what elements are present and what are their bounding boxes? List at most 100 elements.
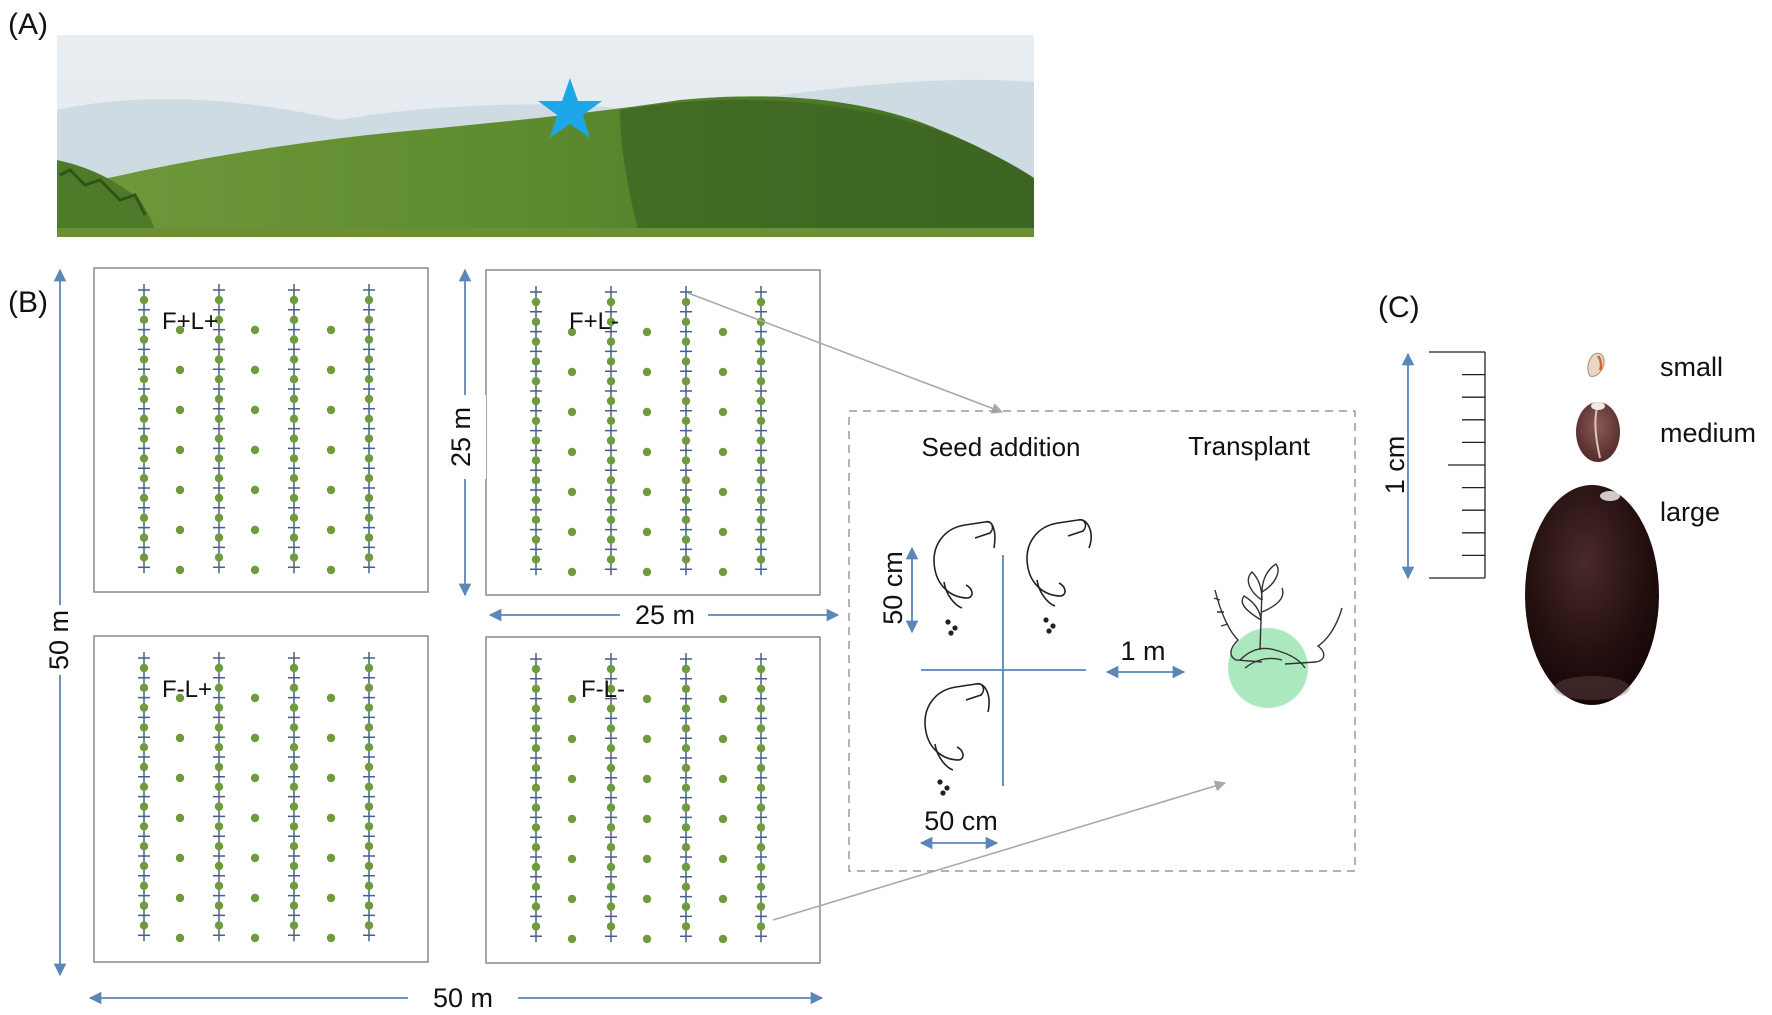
transplant-point-marker [681, 902, 691, 911]
transplant-point-marker [531, 882, 541, 891]
seed-point-marker [213, 850, 225, 862]
seed-point-marker [213, 830, 225, 843]
seed-point-marker [138, 671, 150, 684]
transplant-point-marker [364, 414, 374, 423]
transplant-point-marker [606, 684, 616, 693]
seed-point-marker [363, 790, 375, 803]
seed-point-marker [680, 365, 692, 378]
transplant-point-marker [250, 693, 260, 703]
transplant-point-marker [642, 487, 652, 497]
seed-point-marker [530, 811, 542, 824]
transplant-point-marker [531, 377, 541, 386]
seed-point-marker [680, 791, 692, 804]
seed-point-marker [213, 790, 225, 803]
transplant-point-marker [642, 327, 652, 337]
transplant-point-marker [250, 445, 260, 455]
seed-point-marker [680, 444, 692, 457]
seed-point-marker [605, 385, 617, 397]
transplant-point-marker [289, 782, 299, 791]
panel-c-label: (C) [1378, 291, 1420, 324]
transplant-point-marker [289, 394, 299, 404]
plot-label-FL_plus_plus: F+L+ [162, 308, 218, 335]
seed-point-marker [755, 464, 767, 477]
transplant-point-marker [326, 445, 336, 455]
transplant-point-marker [250, 773, 260, 783]
transplant-point-marker [756, 744, 766, 753]
seed-point-marker [363, 929, 375, 942]
transplant-point-marker [326, 405, 336, 415]
seed-point-marker [138, 810, 150, 823]
seed-point-marker [363, 810, 375, 823]
transplant-point-marker [531, 337, 541, 346]
seed-point-marker [530, 543, 542, 556]
seed-point-marker [138, 711, 150, 724]
transplant-point-marker [326, 485, 336, 495]
transplant-point-marker [718, 894, 728, 904]
transplant-point-marker [364, 553, 374, 562]
transplant-point-marker [531, 535, 541, 544]
transplant-point-marker [364, 762, 374, 772]
seed-point-marker [680, 692, 692, 705]
transplant-point-marker [364, 723, 374, 732]
star-marker-icon [538, 78, 602, 138]
seed-point-marker [755, 890, 767, 903]
transplant-point-marker [250, 405, 260, 415]
seed-point-marker [530, 692, 542, 705]
transplant-point-marker [567, 407, 577, 417]
transplant-point-marker [681, 763, 691, 773]
transplant-point-marker [364, 533, 374, 542]
transplant-point-marker [567, 447, 577, 457]
seed-point-marker [680, 851, 692, 863]
seed-point-marker [755, 404, 767, 417]
transplant-point-marker [718, 774, 728, 784]
transplant-point-marker [606, 495, 616, 505]
transplant-point-marker [175, 933, 185, 943]
seed-point-marker [605, 890, 617, 903]
transplant-point-marker [214, 513, 224, 522]
transplant-point-marker [718, 567, 728, 577]
seed-point-marker [530, 910, 542, 923]
transplant-point-marker [326, 733, 336, 743]
seed-point-marker [605, 791, 617, 804]
seed-point-marker [138, 521, 150, 534]
transplant-point-marker [756, 763, 766, 773]
transplant-point-marker [139, 802, 149, 811]
seed-point-marker [138, 501, 150, 514]
transplant-point-marker [756, 535, 766, 544]
transplant-point-marker [214, 394, 224, 404]
seed-point-marker [680, 286, 692, 298]
transplant-point-marker [642, 854, 652, 864]
seed-point-marker [530, 286, 542, 298]
transplant-point-marker [175, 485, 185, 495]
seed-point-marker [755, 653, 767, 665]
transplant-point-marker [139, 295, 149, 305]
transplant-point-marker [681, 724, 691, 733]
seed-point-marker [680, 732, 692, 745]
medium-seed-image [1576, 402, 1620, 462]
seed-point-marker [680, 672, 692, 685]
transplant-point-marker [681, 416, 691, 425]
seed-point-marker [363, 383, 375, 395]
seed-point-marker [605, 831, 617, 844]
seed-point-marker [288, 343, 300, 356]
seed-point-marker [288, 363, 300, 376]
seed-point-marker [530, 404, 542, 417]
transplant-point-marker [606, 922, 616, 931]
transplant-point-marker [642, 934, 652, 944]
seed-point-marker [213, 770, 225, 783]
transplant-point-marker [139, 394, 149, 404]
transplant-point-marker [289, 553, 299, 562]
transplant-point-marker [250, 525, 260, 535]
transplant-point-marker [606, 377, 616, 386]
seed-point-marker [138, 284, 150, 296]
transplant-point-marker [139, 762, 149, 772]
seed-point-marker [288, 402, 300, 415]
transplant-point-marker [606, 456, 616, 465]
seed-point-marker [605, 752, 617, 764]
seed-point-marker [755, 752, 767, 764]
seed-point-marker [680, 305, 692, 318]
transplant-point-marker [175, 693, 185, 703]
seed-point-marker [755, 811, 767, 824]
seed-point-marker [605, 811, 617, 824]
transplant-point-marker [681, 922, 691, 931]
